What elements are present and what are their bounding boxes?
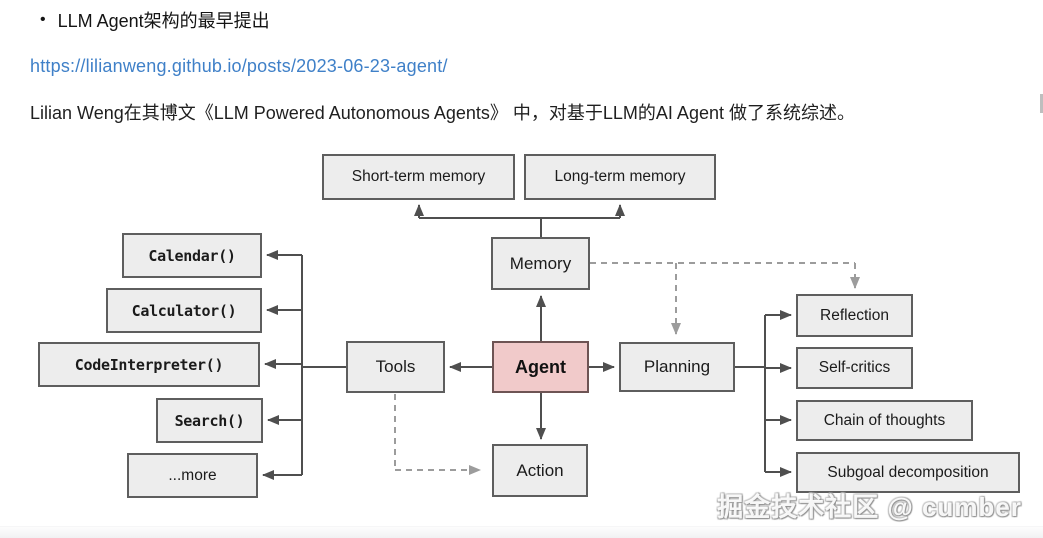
node-tools: Tools <box>346 341 445 393</box>
clipped-right-edge-fragment <box>1040 94 1043 113</box>
node-agent: Agent <box>492 341 589 393</box>
node-long-term-memory: Long-term memory <box>524 154 716 200</box>
bullet-item: • LLM Agent架构的最早提出 <box>40 7 270 33</box>
node-short-term-memory: Short-term memory <box>322 154 515 200</box>
node-calendar: Calendar() <box>122 233 262 278</box>
agent-post-link[interactable]: https://lilianweng.github.io/posts/2023-… <box>30 56 448 76</box>
node-reflection: Reflection <box>796 294 913 337</box>
node-planning: Planning <box>619 342 735 392</box>
watermark: 掘金技术社区 @ cumber <box>717 492 1022 522</box>
node-search: Search() <box>156 398 263 443</box>
node-self-critics: Self-critics <box>796 347 913 389</box>
bullet-item-text: LLM Agent架构的最早提出 <box>57 11 270 31</box>
node-subgoal-decomposition: Subgoal decomposition <box>796 452 1020 493</box>
bullet-marker: • <box>40 11 46 28</box>
bottom-bar <box>0 526 1043 538</box>
node-chain-of-thoughts: Chain of thoughts <box>796 400 973 441</box>
node-calculator: Calculator() <box>106 288 262 333</box>
node-more-tools: ...more <box>127 453 258 498</box>
node-code-interpreter: CodeInterpreter() <box>38 342 260 387</box>
node-memory: Memory <box>491 237 590 290</box>
intro-paragraph: Lilian Weng在其博文《LLM Powered Autonomous A… <box>30 103 855 123</box>
node-action: Action <box>492 444 588 497</box>
